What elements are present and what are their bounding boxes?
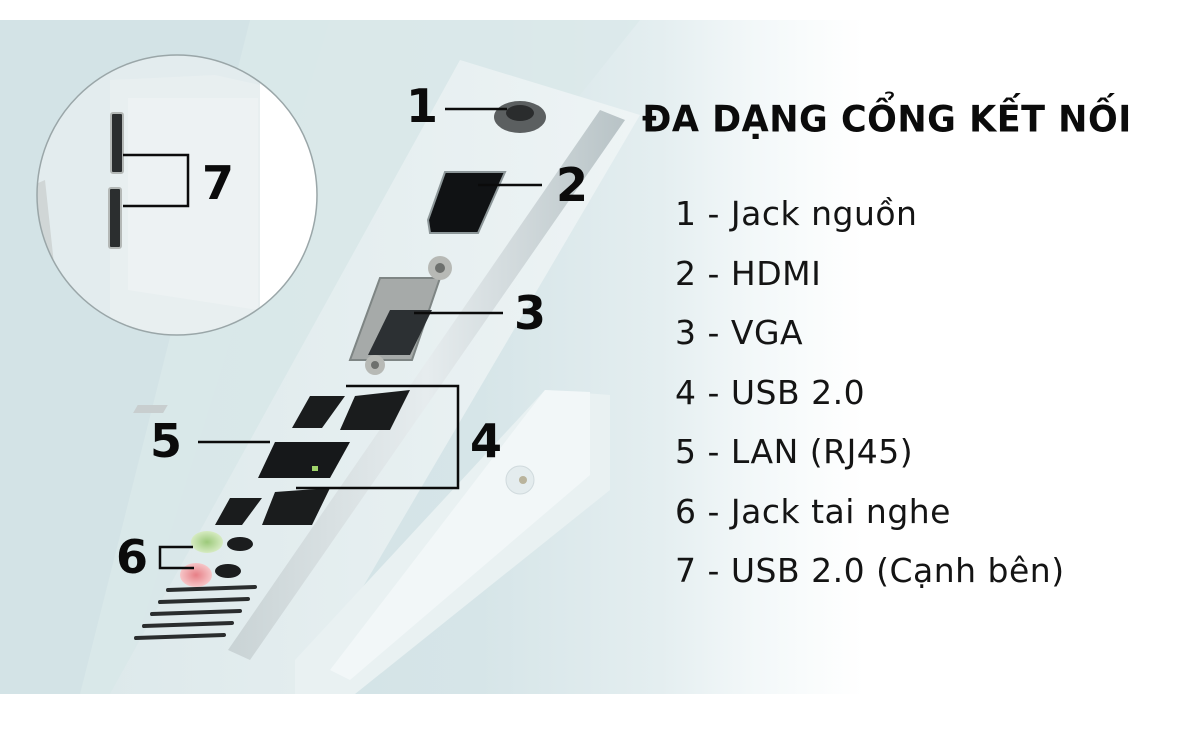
port-spec-list: 1 - Jack nguồn 2 - HDMI 3 - VGA 4 - USB … bbox=[675, 190, 1065, 607]
spec-item-audio-jack: 6 - Jack tai nghe bbox=[675, 491, 951, 531]
callout-1: 1 bbox=[406, 79, 439, 133]
callout-4: 4 bbox=[470, 414, 503, 468]
spec-item-side-usb: 7 - USB 2.0 (Cạnh bên) bbox=[675, 551, 1065, 590]
spec-item-hdmi: 2 - HDMI bbox=[675, 253, 822, 293]
spec-item-power-jack: 1 - Jack nguồn bbox=[675, 194, 918, 233]
callout-3: 3 bbox=[514, 286, 547, 340]
port-panel-illustration bbox=[0, 20, 640, 694]
spec-item-vga: 3 - VGA bbox=[675, 313, 804, 352]
callout-2: 2 bbox=[556, 158, 589, 212]
infographic-title: ĐA DẠNG CỔNG KẾT NỐI bbox=[642, 99, 1132, 141]
spec-item-usb: 4 - USB 2.0 bbox=[675, 372, 866, 412]
product-photo: 1 2 3 4 5 6 7 ĐA DẠNG CỔNG KẾT NỐI 1 - J… bbox=[0, 20, 1200, 694]
callout-7: 7 bbox=[202, 156, 235, 210]
spec-item-lan: 5 - LAN (RJ45) bbox=[675, 432, 914, 471]
callout-6: 6 bbox=[116, 530, 149, 584]
callout-5: 5 bbox=[150, 414, 183, 468]
